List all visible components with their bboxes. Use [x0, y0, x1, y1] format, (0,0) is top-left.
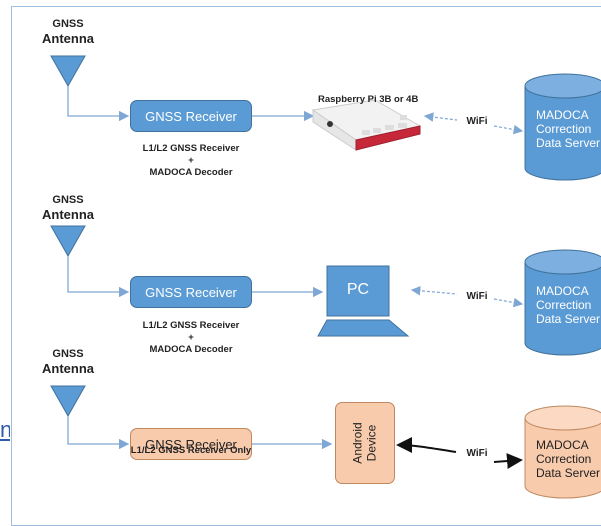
pc-label: PC [346, 281, 370, 298]
wifi-to-server-line-3 [493, 453, 523, 470]
raspberry-pi-icon [311, 99, 422, 151]
wifi-label: WiFi [466, 291, 488, 302]
diagram-graphics [50, 55, 601, 499]
android-label: Android [351, 422, 365, 464]
antenna-label: GNSS Antenna [42, 348, 94, 376]
gnss-receiver-box: GNSS Receiver [130, 276, 252, 308]
antenna-label: GNSS Antenna [42, 194, 94, 222]
android-wifi-line [396, 437, 457, 454]
antenna-icon [50, 225, 86, 258]
antenna-to-receiver-line [67, 416, 130, 450]
receiver-description: L1/L2 GNSS Receiver + MADOCA Decoder [142, 143, 240, 178]
pc-wifi-line [410, 285, 458, 296]
android-device-box: Android Device [335, 402, 395, 484]
wifi-to-server-line-2 [493, 297, 524, 308]
antenna-label: GNSS Antenna [38, 18, 98, 47]
server-cylinder-2 [524, 249, 601, 356]
receiver-description: L1/L2 GNSS Receiver + MADOCA Decoder [142, 320, 240, 355]
raspberry-pi-label: Raspberry Pi 3B or 4B [318, 94, 419, 105]
receiver-only-description: L1/L2 GNSS Receiver Only [130, 445, 252, 456]
gnss-receiver-box: GNSS Receiver [130, 100, 252, 132]
server-label: MADOCA Correction Data Server [536, 438, 601, 480]
gnss-receiver-box: GNSS Receiver [130, 428, 252, 460]
device-label: Device [365, 424, 379, 462]
antenna-icon [50, 385, 86, 418]
antenna-label-bottom: Antenna [42, 31, 94, 46]
antenna-to-receiver-line [67, 86, 130, 122]
wifi-to-server-line-1 [493, 124, 524, 135]
server-label: MADOCA Correction Data Server [536, 284, 601, 326]
antenna-icon [50, 55, 86, 88]
wifi-label: WiFi [466, 448, 488, 459]
laptop-icon [317, 265, 410, 337]
gnss-receiver-label: GNSS Receiver [145, 108, 237, 124]
wifi-label: WiFi [466, 116, 488, 127]
raspberry-wifi-line [423, 112, 458, 122]
cropped-link-text[interactable]: n [0, 418, 10, 442]
server-cylinder-3 [524, 405, 601, 499]
antenna-label-top: GNSS [52, 18, 84, 30]
antenna-to-receiver-line [67, 256, 130, 298]
server-cylinder-1 [524, 73, 601, 181]
server-label: MADOCA Correction Data Server [536, 108, 601, 150]
